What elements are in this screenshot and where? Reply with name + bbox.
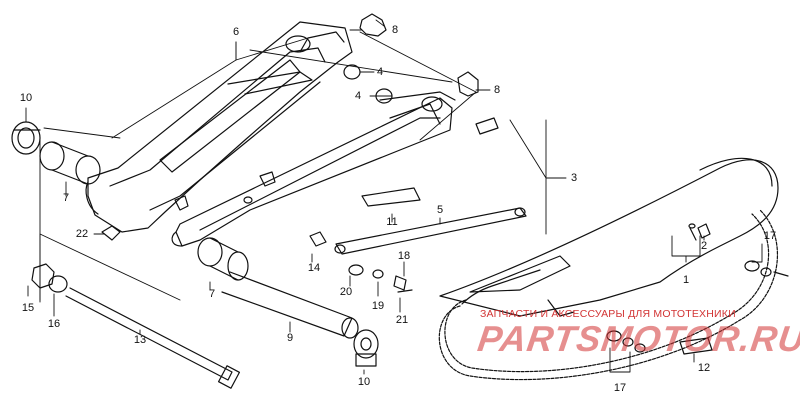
washer-16 (48, 275, 68, 293)
washer-17-right-2 (760, 267, 772, 277)
label-8: 8 (391, 24, 399, 36)
pivot-tube (221, 271, 359, 339)
label-4: 4 (354, 90, 362, 102)
bushing-upper (39, 141, 101, 185)
swing-arm (85, 21, 456, 247)
leader-lines (25, 19, 763, 375)
dust-seal-lower (353, 329, 379, 367)
label-2: 2 (700, 240, 708, 252)
clip-22 (101, 225, 121, 241)
washer-17-bottom (606, 330, 622, 342)
label-7: 7 (62, 192, 70, 204)
label-18: 18 (397, 250, 411, 262)
washer-17-bottom-3 (634, 343, 646, 353)
label-8: 8 (493, 84, 501, 96)
washer-17-right (744, 260, 760, 272)
part-21 (397, 289, 413, 293)
label-15: 15 (21, 302, 35, 314)
label-6: 6 (232, 26, 240, 38)
label-9: 9 (286, 332, 294, 344)
watermark-logo: PARTSMOTOR.RU (475, 318, 800, 359)
washer-17-bottom-2 (622, 337, 634, 347)
part-20 (348, 264, 364, 276)
tag-3 (475, 117, 499, 135)
nut-15 (31, 263, 55, 289)
label-5: 5 (436, 204, 444, 216)
label-22: 22 (75, 228, 89, 240)
part-18 (393, 275, 407, 291)
label-11: 11 (386, 216, 398, 228)
adjuster-lower (457, 71, 479, 97)
label-3: 3 (570, 172, 578, 184)
part-2 (697, 223, 711, 239)
label-17: 17 (763, 230, 777, 242)
watermark-text: ЗАПЧАСТИ И АКСЕССУАРЫ ДЛЯ МОТОТЕХНИКИ (480, 308, 736, 320)
label-1: 1 (682, 274, 690, 286)
pivot-bolt (65, 287, 241, 389)
label-10: 10 (19, 92, 33, 104)
label-21: 21 (395, 314, 409, 326)
bolt-14 (309, 231, 327, 247)
label-plate (361, 187, 421, 207)
label-7: 7 (208, 288, 216, 300)
label-4: 4 (376, 66, 384, 78)
label-12 (679, 337, 713, 355)
label-16: 16 (47, 318, 61, 330)
brake-stay (334, 207, 527, 255)
part-19 (372, 269, 384, 279)
label-17: 17 (613, 382, 627, 394)
label-19: 19 (371, 300, 385, 312)
label-10: 10 (357, 376, 371, 388)
adjuster-upper (359, 13, 387, 37)
label-20: 20 (339, 286, 353, 298)
label-12: 12 (697, 362, 711, 374)
label-13: 13 (133, 334, 147, 346)
chain-case (439, 157, 779, 317)
dust-seal-upper (11, 121, 41, 155)
bushing-lower (197, 237, 249, 281)
label-14: 14 (307, 262, 321, 274)
bolt-17-right (773, 271, 789, 277)
